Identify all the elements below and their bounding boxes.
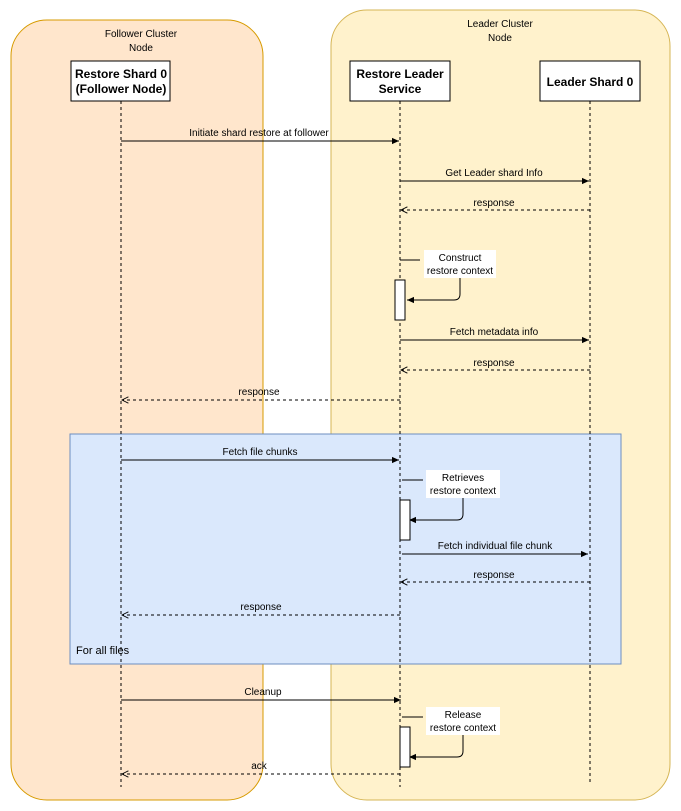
- svg-text:Service: Service: [379, 82, 422, 96]
- message-get-leader-shard-info-label: Get Leader shard Info: [445, 168, 543, 179]
- leader-cluster-title: Leader Cluster: [467, 19, 533, 30]
- message-fetch-file-chunks-label: Fetch file chunks: [222, 447, 297, 458]
- message-response-3-label: response: [238, 387, 280, 398]
- message-response-2-label: response: [473, 358, 515, 369]
- activation-bar-retrieve: [399, 499, 411, 541]
- self-call-construct-context-label-1: Construct: [439, 253, 482, 264]
- participant-restore-leader-service: Restore Leader Service: [349, 60, 451, 102]
- self-call-release-context-return: [409, 735, 464, 761]
- self-call-retrieve-context-return: [409, 498, 464, 524]
- participant-leader-shard: Leader Shard 0: [539, 60, 641, 102]
- participant-restore-shard: Restore Shard 0 (Follower Node): [70, 60, 171, 102]
- activation-bar-release: [399, 726, 411, 768]
- activation-bar-construct: [394, 279, 406, 321]
- svg-text:Restore Shard 0: Restore Shard 0: [75, 67, 167, 81]
- leader-cluster-container: [330, 9, 671, 801]
- self-call-retrieve-context-label-2: restore context: [430, 486, 496, 497]
- message-fetch-metadata-label: Fetch metadata info: [450, 327, 539, 338]
- message-initiate-restore-label: Initiate shard restore at follower: [189, 128, 329, 139]
- message-response-1-label: response: [473, 198, 515, 209]
- message-ack-label: ack: [251, 761, 268, 772]
- self-call-release-context-label-1: Release: [445, 710, 482, 721]
- loop-label: For all files: [76, 645, 130, 657]
- self-call-release-context-label-2: restore context: [430, 723, 496, 734]
- leader-cluster-title-node: Node: [488, 33, 512, 44]
- self-call-retrieve-context-label-1: Retrieves: [442, 473, 484, 484]
- svg-text:Restore Leader: Restore Leader: [356, 67, 444, 81]
- message-cleanup-label: Cleanup: [244, 687, 282, 698]
- message-response-5-label: response: [240, 602, 282, 613]
- loop-frame: [69, 433, 622, 665]
- message-fetch-file-chunk-label: Fetch individual file chunk: [438, 541, 554, 552]
- svg-text:Leader Shard 0: Leader Shard 0: [547, 75, 634, 89]
- follower-cluster-title: Follower Cluster: [105, 29, 178, 40]
- self-call-construct-context-label-2: restore context: [427, 266, 493, 277]
- message-response-4-label: response: [473, 570, 515, 581]
- follower-cluster-title-node: Node: [129, 43, 153, 54]
- svg-text:(Follower Node): (Follower Node): [76, 82, 167, 96]
- self-call-construct-context-return: [407, 278, 461, 304]
